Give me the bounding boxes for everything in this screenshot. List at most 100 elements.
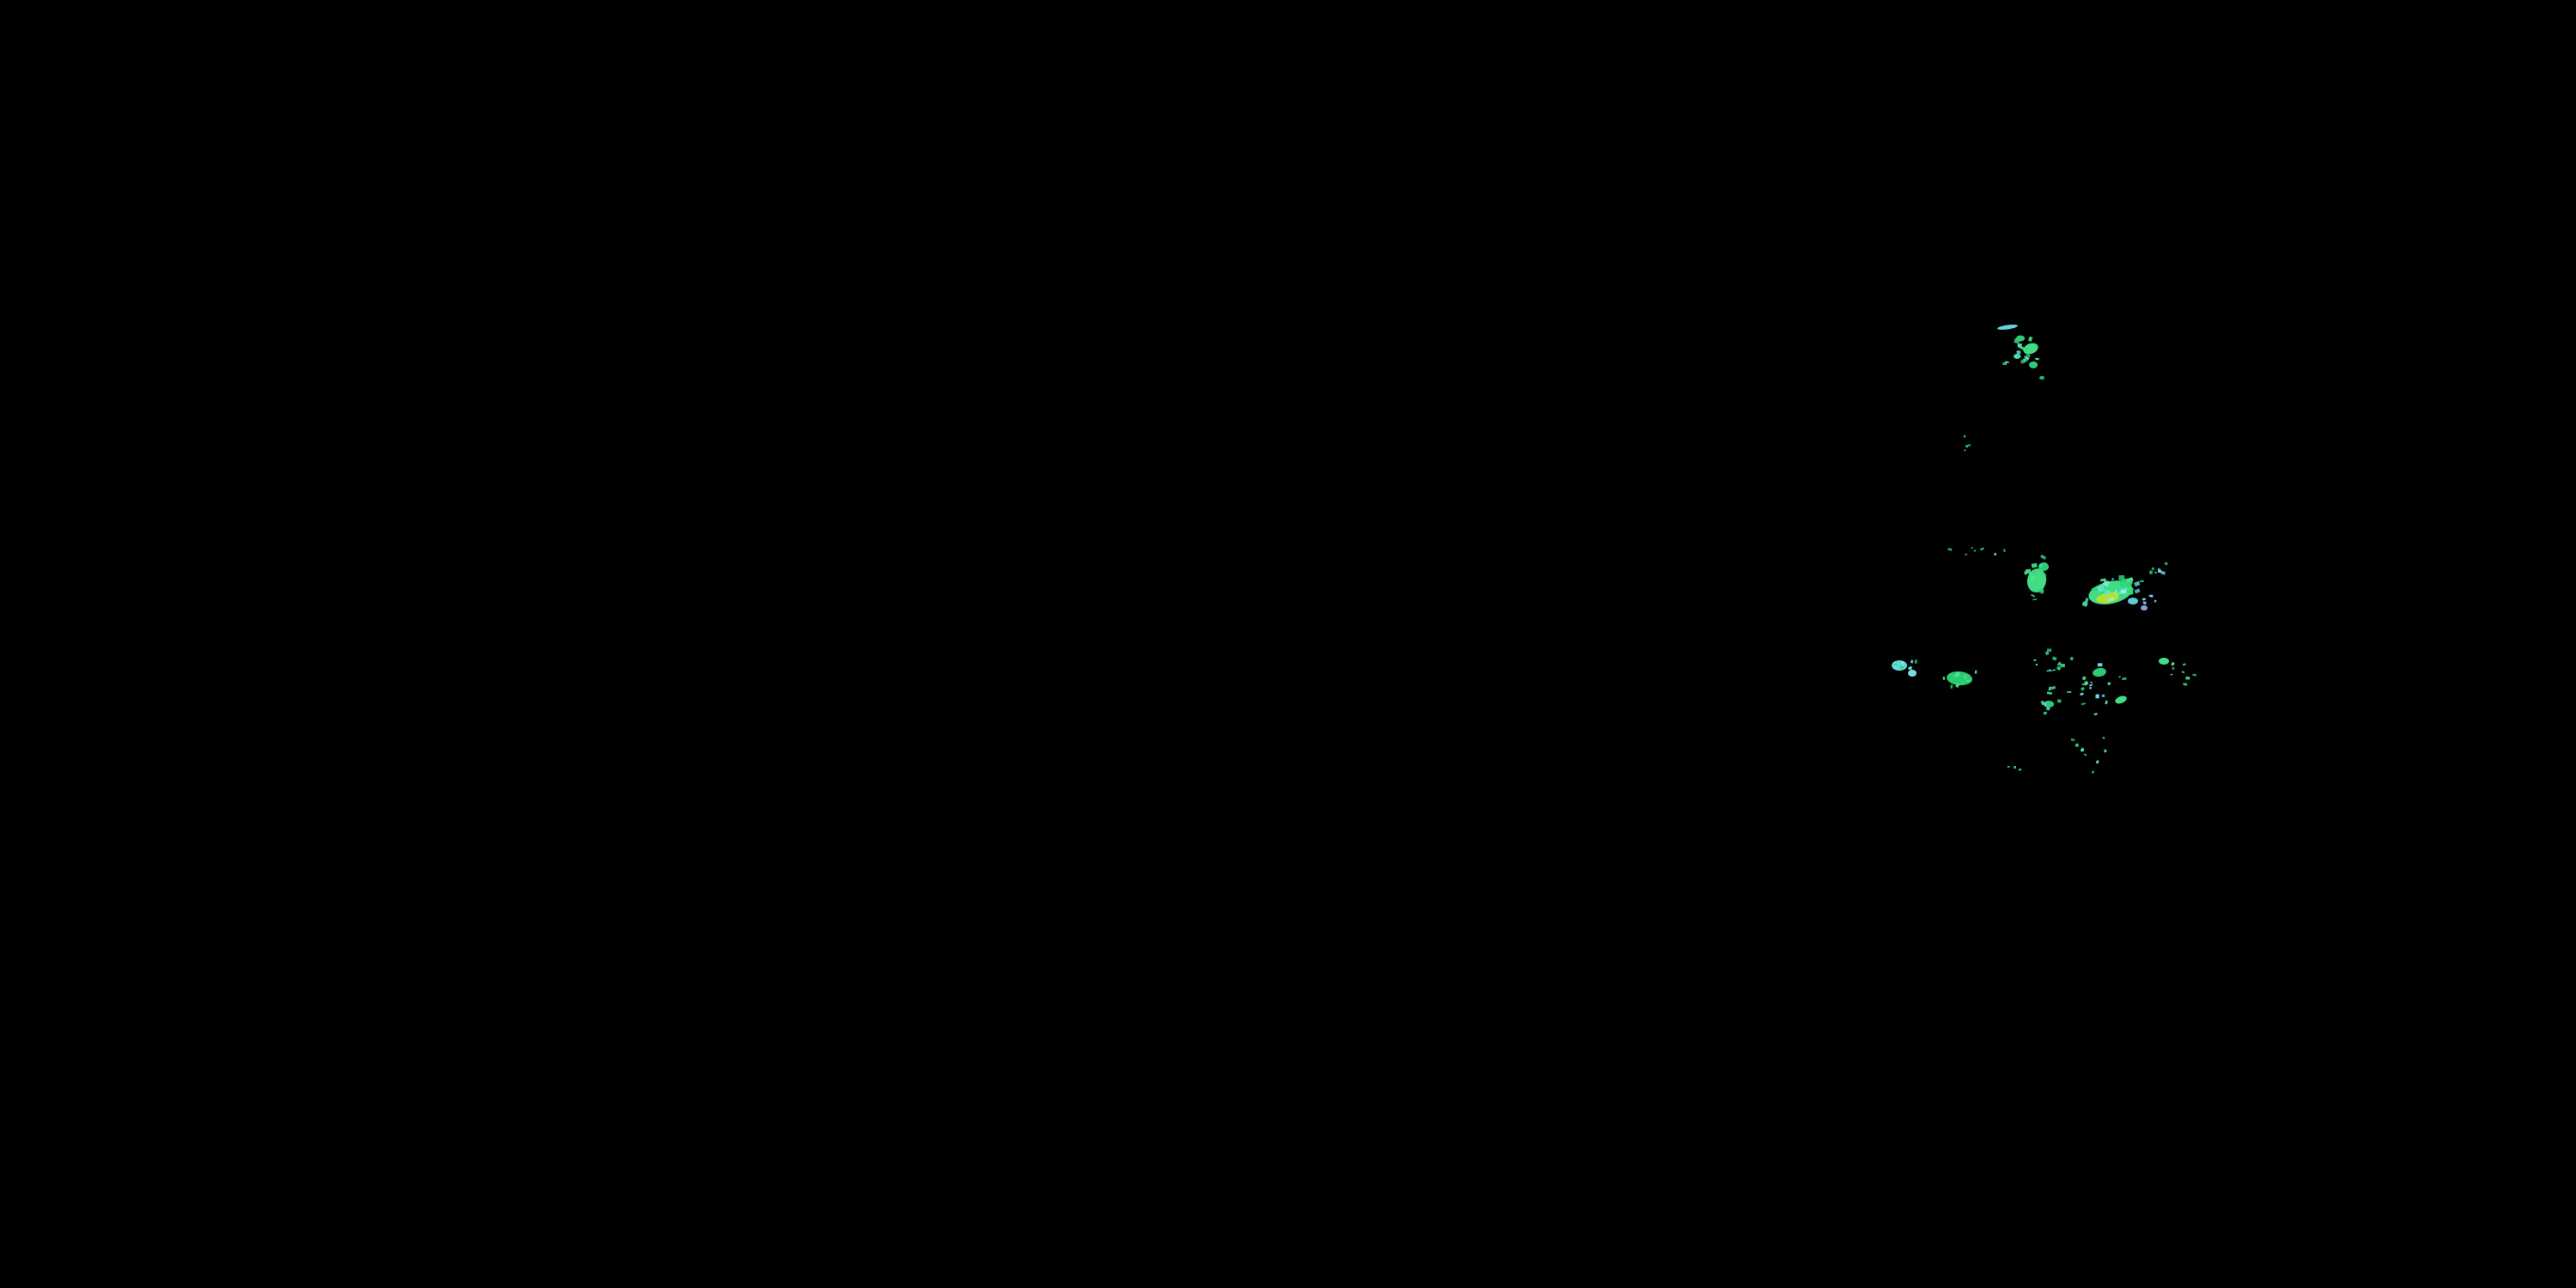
radar-echo-speck (2111, 577, 2115, 580)
radar-echo-speck (2039, 554, 2047, 560)
radar-echo-speck (2040, 700, 2045, 706)
radar-echo-speck (1914, 659, 1917, 664)
radar-echo-speck (2051, 668, 2057, 671)
radar-echo-blob (2044, 701, 2054, 708)
radar-echo-speck (2134, 588, 2141, 594)
radar-echo-speck (2044, 702, 2047, 707)
radar-echo-speck (2032, 570, 2037, 574)
radar-echo-speck (2081, 686, 2085, 691)
radar-echo-speck (1963, 674, 1967, 680)
radar-echo-speck (2114, 589, 2117, 595)
radar-echo-speck (2043, 562, 2047, 567)
radar-echo-speck (2095, 760, 2099, 764)
radar-echo-speck (1907, 665, 1913, 671)
radar-echo-speck (1960, 680, 1965, 683)
radar-echo-speck (2081, 676, 2087, 681)
radar-echo-speck (2043, 711, 2048, 715)
radar-echo-speck (2117, 593, 2123, 598)
radar-echo-speck (2097, 663, 2103, 667)
radar-echo-speck (2171, 661, 2175, 666)
radar-echo-speck (2044, 650, 2050, 656)
radar-echo-speck (2057, 661, 2062, 665)
radar-echo-blob (2039, 376, 2044, 380)
radar-echo-speck (2105, 589, 2111, 596)
radar-echo-speck (2048, 686, 2051, 691)
radar-echo-speck (2032, 361, 2035, 366)
radar-echo-speck (1963, 449, 1966, 452)
radar-echo-speck (2027, 336, 2033, 342)
radar-echo-speck (2084, 598, 2089, 604)
radar-echo-speck (2181, 671, 2185, 674)
radar-echo-speck (2083, 680, 2089, 686)
radar-echo-speck (2158, 569, 2162, 573)
radar-echo-speck (2016, 349, 2021, 355)
radar-echo-speck (2149, 570, 2153, 574)
radar-echo-speck (2126, 576, 2134, 583)
radar-echo-speck (2118, 676, 2121, 678)
radar-echo-blob (1997, 325, 2018, 330)
radar-echo-speck (2164, 562, 2168, 566)
radar-echo-speck (1894, 665, 1898, 669)
radar-echo-speck (2192, 673, 2197, 677)
radar-echo-speck (2018, 344, 2025, 350)
radar-echo-speck (1910, 659, 1914, 664)
radar-echo-speck (2025, 568, 2032, 574)
radar-echo-speck (1909, 668, 1913, 673)
radar-echo-speck (1955, 683, 1960, 689)
radar-echo-speck (2026, 353, 2031, 358)
radar-echo-blob (1892, 660, 1907, 671)
radar-echo-speck (2091, 770, 2095, 774)
radar-echo-speck (2182, 663, 2186, 666)
radar-echo-speck (2030, 575, 2035, 581)
radar-echo-speck (2038, 563, 2044, 568)
radar-echo-speck (2046, 691, 2053, 696)
radar-echo-speck (2154, 571, 2158, 574)
radar-echo-speck (2051, 656, 2057, 661)
radar-echo-blob (1947, 671, 1972, 686)
radar-echo-speck (2046, 707, 2050, 711)
radar-echo-speck (2035, 663, 2038, 666)
radar-echo-speck (2050, 685, 2057, 690)
radar-echo-speck (2122, 677, 2127, 681)
radar-echo-speck (1963, 434, 1966, 438)
radar-echo-speck (2142, 602, 2147, 605)
radar-echo-speck (2101, 694, 2105, 698)
radar-echo-speck (2004, 361, 2009, 363)
radar-echo-speck (2033, 344, 2038, 348)
radar-echo-speck (1974, 670, 1978, 674)
radar-echo-speck (2038, 587, 2044, 593)
radar-echo-blob (2093, 667, 2106, 677)
radar-echo-speck (2031, 562, 2038, 568)
radar-echo-speck (2120, 589, 2127, 594)
radar-echo-speck (2090, 681, 2093, 683)
radar-echo-speck (2185, 676, 2190, 680)
radar-echo-speck (2070, 738, 2075, 742)
radar-echo-speck (2101, 585, 2104, 591)
radar-echo-speck (2160, 570, 2166, 575)
radar-echo-speck (2099, 578, 2106, 582)
radar-echo-speck (2024, 355, 2030, 360)
radar-echo-speck (2093, 713, 2098, 716)
radar-echo-speck (2047, 648, 2052, 653)
radar-echo-speck (2057, 699, 2062, 703)
radar-echo-speck (2088, 683, 2093, 687)
radar-echo-speck (2154, 599, 2157, 603)
radar-echo-speck (2020, 359, 2026, 364)
radar-echo-speck (1901, 661, 1905, 665)
radar-echo-speck (2081, 702, 2086, 706)
radar-echo-speck (2083, 753, 2087, 756)
radar-echo-speck (2080, 692, 2084, 696)
radar-echo-speck (1899, 665, 1905, 670)
radar-echo-speck (2080, 748, 2085, 752)
radar-echo-blob (2096, 592, 2120, 604)
radar-echo-speck (2091, 588, 2099, 592)
radar-echo-speck (1950, 684, 1953, 690)
radar-echo-speck (1971, 546, 1973, 550)
radar-echo-speck (2043, 574, 2047, 577)
radar-echo-speck (1979, 547, 1984, 551)
radar-echo-speck (2056, 665, 2062, 671)
radar-echo-blob (1908, 670, 1917, 677)
radar-echo-speck (2014, 354, 2021, 358)
